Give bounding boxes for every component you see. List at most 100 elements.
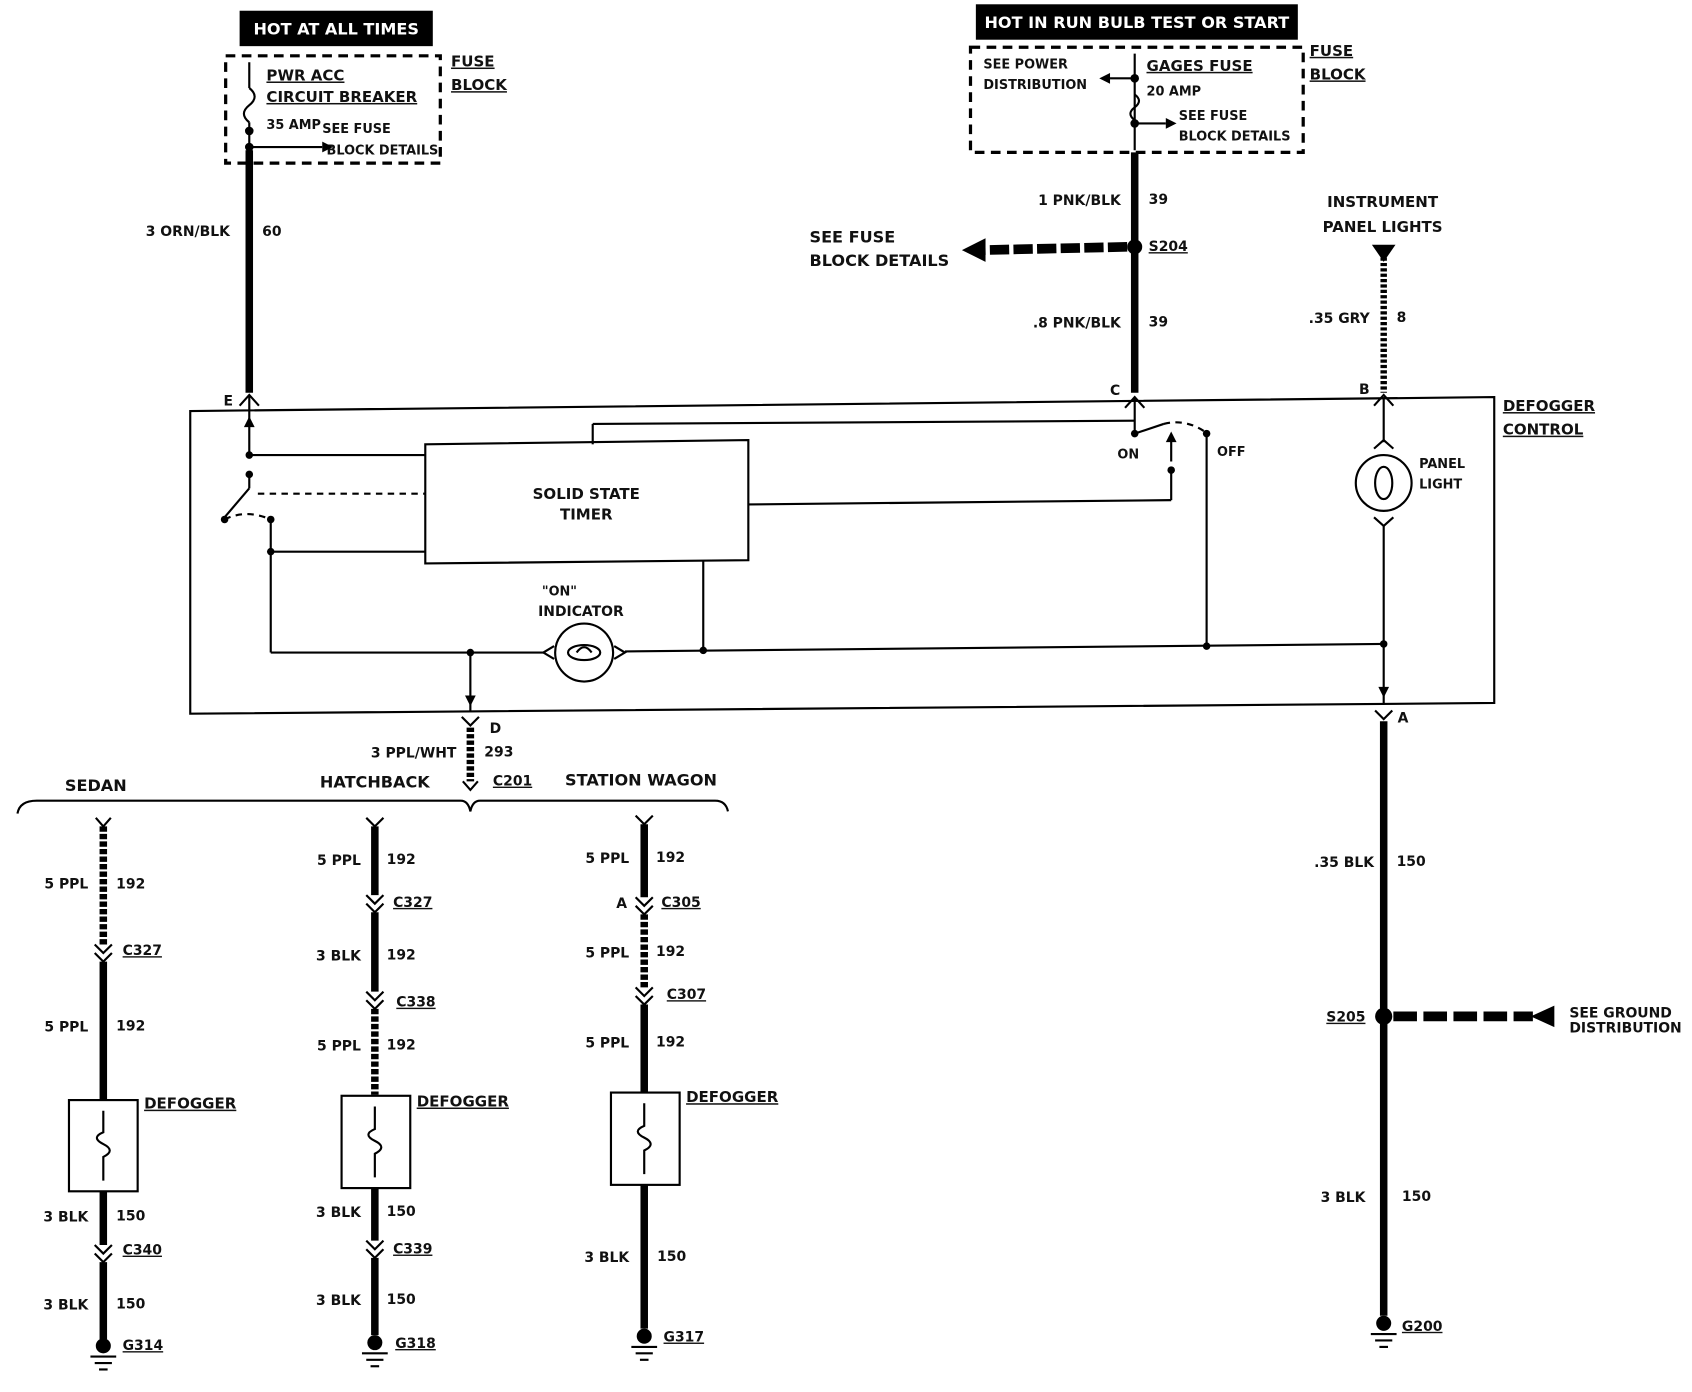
svg-text:BLOCK DETAILS: BLOCK DETAILS (327, 144, 439, 159)
arrow-left-icon (1530, 1005, 1555, 1028)
svg-text:C327: C327 (123, 943, 162, 959)
svg-text:DISTRIBUTION: DISTRIBUTION (1569, 1020, 1681, 1036)
svg-text:35 AMP: 35 AMP (266, 118, 321, 133)
svg-text:HOT AT ALL TIMES: HOT AT ALL TIMES (253, 19, 418, 38)
wagon-defogger-grid-icon (609, 1091, 681, 1186)
svg-text:5 PPL: 5 PPL (44, 877, 88, 893)
wagon-branch: 5 PPL 192 A C305 5 PPL 192 C307 5 PPL 19… (584, 814, 779, 1361)
svg-text:.8 PNK/BLK: .8 PNK/BLK (1033, 315, 1122, 331)
left-fuse-block: FUSE BLOCK PWR ACC CIRCUIT BREAKER 35 AM… (224, 53, 508, 165)
svg-text:C305: C305 (661, 895, 700, 911)
svg-text:SEE FUSE: SEE FUSE (1179, 109, 1248, 124)
hot-in-run-label: HOT IN RUN BULB TEST OR START (975, 4, 1298, 40)
svg-text:SOLID STATE: SOLID STATE (533, 485, 640, 503)
svg-text:D: D (490, 721, 502, 737)
arrow-left-icon (1099, 72, 1111, 84)
svg-text:150: 150 (387, 1204, 416, 1220)
svg-text:G314: G314 (123, 1338, 164, 1354)
svg-text:G200: G200 (1402, 1319, 1443, 1335)
ground-g200: G200 (1370, 1315, 1443, 1348)
svg-text:3 BLK: 3 BLK (43, 1209, 89, 1225)
on-indicator-lamp-icon (541, 622, 627, 683)
svg-text:3 BLK: 3 BLK (1321, 1190, 1367, 1206)
ground-icon (1370, 1315, 1397, 1348)
arrow-right-icon (1165, 118, 1177, 129)
svg-text:3 PPL/WHT: 3 PPL/WHT (371, 746, 457, 762)
svg-text:293: 293 (484, 745, 513, 761)
svg-text:DEFOGGER: DEFOGGER (144, 1095, 237, 1113)
svg-text:FUSE: FUSE (1310, 42, 1354, 60)
fuse-icon (1129, 93, 1141, 122)
svg-text:150: 150 (116, 1208, 145, 1224)
svg-text:SEDAN: SEDAN (65, 776, 127, 795)
arrow-right-icon (322, 141, 333, 153)
svg-text:5 PPL: 5 PPL (585, 1035, 629, 1051)
svg-text:SEE POWER: SEE POWER (983, 58, 1068, 73)
svg-text:A: A (1398, 710, 1409, 726)
feed-wire-b: INSTRUMENT PANEL LIGHTS .35 GRY 8 (1309, 193, 1443, 393)
right-fuse-block: FUSE BLOCK SEE POWER DISTRIBUTION GAGES … (968, 42, 1367, 155)
body-style-bracket: SEDAN HATCHBACK STATION WAGON (16, 771, 729, 814)
svg-text:150: 150 (1397, 854, 1426, 870)
svg-text:39: 39 (1149, 314, 1168, 330)
svg-text:5 PPL: 5 PPL (317, 853, 361, 869)
svg-text:SEE FUSE: SEE FUSE (322, 122, 391, 137)
arrow-left-icon (961, 238, 986, 262)
svg-text:60: 60 (262, 224, 282, 240)
circuit-breaker-icon (242, 87, 256, 124)
ground-icon (361, 1335, 388, 1368)
svg-text:G317: G317 (664, 1330, 705, 1346)
svg-text:192: 192 (656, 944, 685, 960)
svg-text:TIMER: TIMER (560, 505, 613, 523)
svg-text:192: 192 (656, 1034, 685, 1050)
svg-text:DISTRIBUTION: DISTRIBUTION (983, 78, 1087, 93)
svg-text:E: E (224, 394, 234, 410)
svg-text:3 BLK: 3 BLK (316, 1205, 362, 1221)
svg-text:192: 192 (116, 877, 145, 893)
svg-text:20 AMP: 20 AMP (1147, 85, 1202, 100)
svg-text:5 PPL: 5 PPL (585, 851, 629, 867)
svg-text:.35 GRY: .35 GRY (1309, 311, 1371, 327)
svg-text:8: 8 (1397, 310, 1407, 326)
svg-text:GAGES FUSE: GAGES FUSE (1147, 57, 1253, 75)
splice-s205: S205 SEE GROUND DISTRIBUTION (1326, 1005, 1681, 1036)
svg-text:PWR ACC: PWR ACC (266, 66, 344, 84)
svg-text:CIRCUIT BREAKER: CIRCUIT BREAKER (266, 88, 417, 106)
svg-text:CONTROL: CONTROL (1503, 421, 1584, 439)
svg-text:STATION WAGON: STATION WAGON (565, 771, 717, 790)
connector-c327 (93, 943, 113, 955)
svg-text:C: C (1110, 383, 1120, 399)
svg-text:G318: G318 (395, 1336, 436, 1352)
svg-text:"ON": "ON" (542, 585, 577, 600)
svg-text:C340: C340 (123, 1243, 163, 1259)
svg-text:PANEL: PANEL (1419, 457, 1465, 472)
svg-text:3 ORN/BLK: 3 ORN/BLK (146, 224, 231, 240)
svg-text:HATCHBACK: HATCHBACK (320, 773, 430, 792)
svg-text:192: 192 (116, 1018, 145, 1034)
svg-text:3 BLK: 3 BLK (316, 949, 362, 965)
svg-text:192: 192 (387, 947, 416, 963)
svg-text:OFF: OFF (1217, 445, 1246, 460)
svg-text:LIGHT: LIGHT (1419, 477, 1462, 492)
splice-s204: S204 SEE FUSE BLOCK DETAILS (810, 228, 1189, 271)
svg-text:.35 BLK: .35 BLK (1314, 855, 1375, 871)
svg-text:1 PNK/BLK: 1 PNK/BLK (1038, 193, 1122, 209)
ground-icon (90, 1338, 117, 1371)
svg-text:SEE GROUND: SEE GROUND (1569, 1005, 1672, 1021)
svg-text:S205: S205 (1326, 1010, 1365, 1026)
svg-text:3 BLK: 3 BLK (584, 1250, 630, 1266)
svg-text:5 PPL: 5 PPL (317, 1039, 361, 1055)
svg-text:3 BLK: 3 BLK (316, 1293, 362, 1309)
svg-text:C327: C327 (393, 895, 432, 911)
svg-text:C338: C338 (396, 995, 435, 1011)
svg-text:BLOCK: BLOCK (1310, 65, 1367, 83)
ground-icon (631, 1328, 658, 1361)
svg-text:S204: S204 (1149, 239, 1188, 255)
feed-wire-c: 1 PNK/BLK 39 .8 PNK/BLK 39 (1033, 152, 1168, 393)
svg-text:FUSE: FUSE (451, 53, 495, 71)
defogger-control: DEFOGGER CONTROL E SOLID STATE TIMER (189, 382, 1595, 715)
svg-text:5 PPL: 5 PPL (585, 945, 629, 961)
svg-text:192: 192 (656, 850, 685, 866)
svg-text:150: 150 (1402, 1189, 1431, 1205)
